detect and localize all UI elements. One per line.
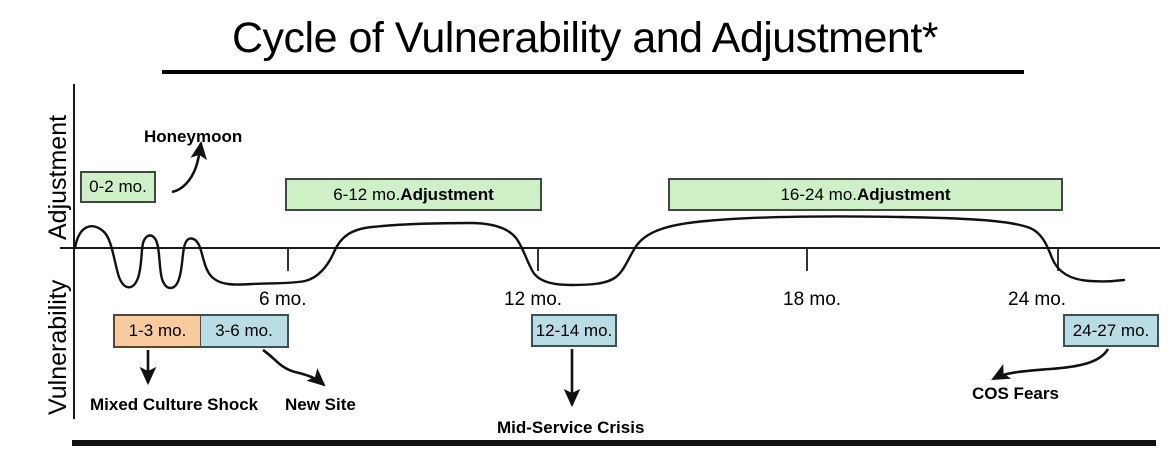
adjustment-box-16-24mo-word: Adjustment [857,184,951,204]
tick-12mo [537,249,539,271]
vulnerability-box-12-14mo: 12-14 mo. [531,314,617,347]
annotation-cos-fears: COS Fears [972,384,1059,403]
page-title: Cycle of Vulnerability and Adjustment* [231,14,939,62]
annotation-honeymoon: Honeymoon [144,127,243,146]
vulnerability-adjustment-curve [73,215,1126,290]
adjustment-box-6-12mo-word: Adjustment [400,184,494,204]
adjustment-box-0-2mo-label: 0-2 mo. [89,177,147,196]
annotation-mid-service-crisis: Mid-Service Crisis [497,418,645,437]
vulnerability-box-3-6mo: 3-6 mo. [200,314,289,348]
axis-label-adjustment: Adjustment [44,114,72,240]
vulnerability-box-1-3mo: 1-3 mo. [113,314,201,348]
tick-label-18mo: 18 mo. [783,289,842,310]
tick-18mo [806,249,808,271]
vulnerability-box-24-27mo: 24-27 mo. [1063,314,1159,347]
tick-24mo [1057,249,1059,271]
adjustment-box-16-24mo-range: 16-24 mo. [780,184,858,204]
annotation-new-site: New Site [285,395,356,414]
annotation-mixed-culture-shock: Mixed Culture Shock [90,395,259,414]
title-underline [162,70,1024,74]
adjustment-box-6-12mo-range: 6-12 mo. [333,184,401,204]
vulnerability-box-1-3mo-label: 1-3 mo. [128,321,187,340]
bottom-rule [72,440,1156,446]
axis-label-vulnerability: Vulnerability [44,279,72,415]
horizontal-axis [60,247,1160,249]
tick-label-24mo: 24 mo. [1008,289,1067,310]
vulnerability-box-12-14mo-label: 12-14 mo. [535,320,613,340]
tick-6mo [287,249,289,271]
tick-label-12mo: 12 mo. [504,289,563,310]
adjustment-box-16-24mo: 16-24 mo. Adjustment [668,178,1063,211]
vulnerability-box-3-6mo-label: 3-6 mo. [215,321,273,340]
honeymoon-arrow [171,140,207,194]
cos-fears-arrow [991,348,1110,381]
adjustment-box-0-2mo: 0-2 mo. [80,171,156,203]
vertical-axis [73,84,75,419]
adjustment-box-6-12mo: 6-12 mo. Adjustment [285,178,542,211]
tick-label-6mo: 6 mo. [259,289,307,310]
new-site-arrow [262,348,326,387]
vulnerability-box-24-27mo-label: 24-27 mo. [1072,320,1150,340]
